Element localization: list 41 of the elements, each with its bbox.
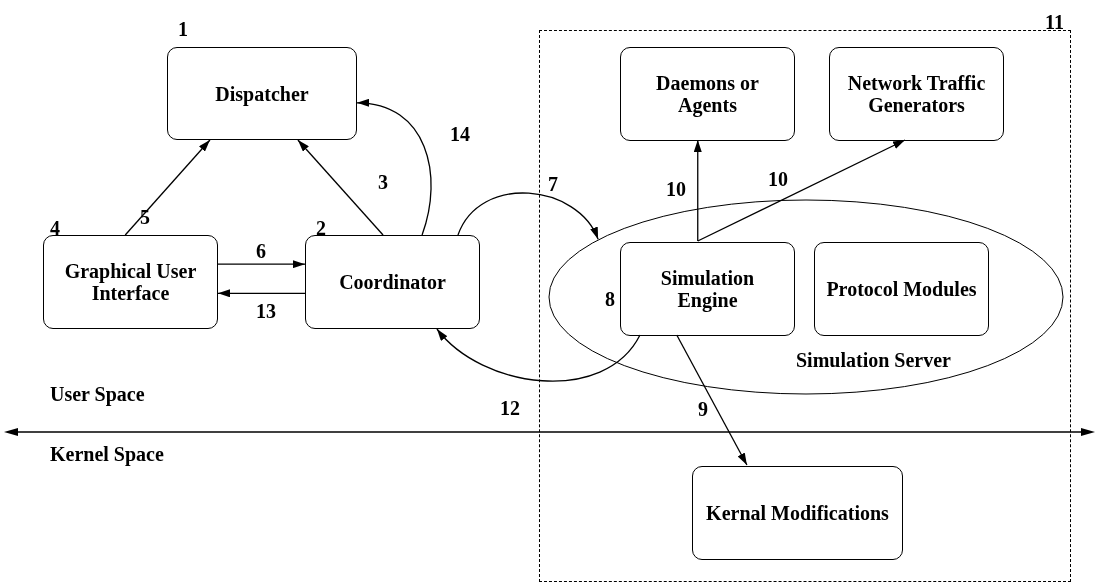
edge-label: 5: [140, 206, 150, 228]
arrow: [457, 192, 599, 240]
arrow: [436, 328, 641, 382]
edge-label: 3: [378, 171, 388, 193]
region-label: User Space: [50, 383, 145, 405]
edge-label: 9: [698, 398, 708, 420]
node-label: Daemons or Agents: [655, 72, 760, 116]
edge-label: 14: [450, 123, 470, 145]
process-box: [829, 47, 1004, 141]
node-number: 11: [1045, 11, 1064, 33]
edge-label: 13: [256, 300, 276, 322]
node-label: Graphical User Interface: [63, 260, 198, 304]
node-label: Coordinator: [338, 271, 447, 293]
arrow: [217, 260, 306, 269]
edge-label: 12: [500, 397, 520, 419]
process-box: [814, 242, 989, 336]
arrow: [676, 334, 748, 466]
region-label: Kernel Space: [50, 443, 164, 465]
node-label: Simulation Engine: [659, 267, 756, 311]
node-number: 4: [50, 217, 60, 239]
edge-label: 7: [548, 173, 558, 195]
edge-label: 6: [256, 240, 266, 262]
server-ellipse: [548, 199, 1064, 395]
process-box: [692, 466, 903, 560]
node-number: 1: [178, 18, 188, 40]
edge-label: 10: [666, 178, 686, 200]
process-box: [620, 47, 795, 141]
node-number: 2: [316, 217, 326, 239]
node-label: Simulation Server: [796, 349, 951, 371]
arrow: [297, 139, 384, 236]
node-number: 8: [605, 288, 615, 310]
arrow: [217, 289, 306, 298]
edge-label: 10: [768, 168, 788, 190]
arrow: [697, 139, 906, 242]
node-label: Kernal Modifications: [705, 502, 890, 524]
node-label: Protocol Modules: [825, 278, 978, 300]
node-label: Dispatcher: [214, 82, 310, 105]
arrow: [124, 139, 211, 236]
arrow: [693, 139, 702, 242]
node-label: Network Traffic Generators: [846, 72, 987, 116]
arrow: [356, 99, 432, 236]
